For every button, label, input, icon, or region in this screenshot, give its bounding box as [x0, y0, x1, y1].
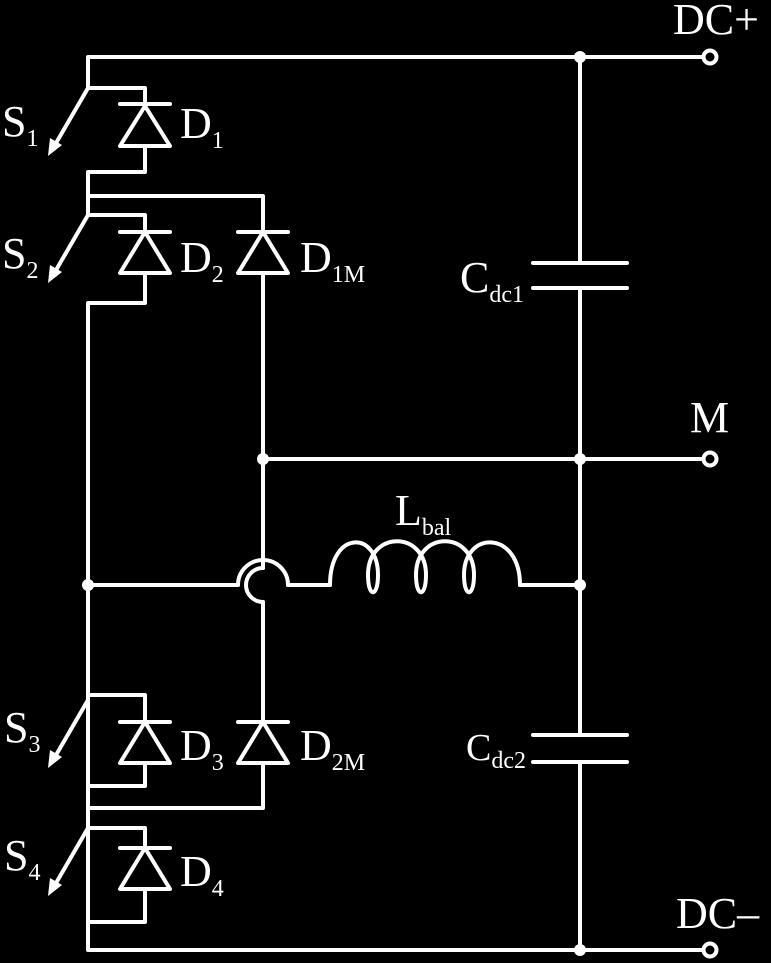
midpoint-label: M	[690, 393, 729, 442]
diode-d1m-symbol	[236, 230, 290, 275]
diode-d3-label: D3	[180, 721, 224, 776]
clamp-diode-d2m-group	[86, 720, 290, 810]
capacitor-cdc2-label: Cdc2	[466, 727, 526, 774]
dc-plus-label: DC+	[673, 0, 759, 44]
diode-d2m-symbol	[236, 720, 290, 765]
junction-dot	[574, 944, 586, 956]
switch-s4-label: S4	[4, 831, 40, 886]
switch-s4-group	[48, 826, 172, 924]
diode-d2-symbol	[118, 230, 172, 275]
balancing-inductor	[86, 539, 582, 595]
dc-minus-label: DC–	[676, 889, 760, 938]
diode-d4-label: D4	[180, 847, 224, 902]
switch-s2-arm	[50, 213, 90, 279]
diode-d1-symbol	[118, 104, 172, 148]
switch-s1-label: S1	[2, 97, 38, 152]
diode-d1-label: D1	[180, 99, 224, 154]
dc-plus-rail	[86, 55, 706, 85]
diode-d4-symbol	[118, 846, 172, 891]
switch-s3-group	[48, 693, 172, 788]
junction-dot	[574, 453, 586, 465]
switch-s4-arm	[50, 826, 90, 892]
junction-dot	[574, 51, 586, 63]
clamp-diode-d1m-group	[86, 194, 290, 724]
switch-s1-arm	[50, 86, 90, 152]
dc-plus-terminal	[701, 48, 719, 66]
dc-minus-rail	[86, 923, 706, 952]
diode-d1m-label: D1M	[300, 233, 365, 288]
switch-s2-label: S2	[2, 229, 38, 284]
switch-s1-group	[48, 81, 172, 198]
capacitor-cdc1-label: Cdc1	[460, 253, 524, 308]
capacitor-cdc1	[531, 261, 629, 290]
switch-s3-arm	[50, 698, 90, 764]
diode-d2m-label: D2M	[300, 721, 365, 776]
switch-s2-group	[48, 194, 172, 927]
diode-d2-label: D2	[180, 233, 224, 288]
inductor-label: Lbal	[395, 486, 452, 541]
diode-d3-symbol	[118, 720, 172, 765]
dc-minus-terminal	[701, 941, 719, 959]
switch-s3-label: S3	[4, 703, 40, 758]
capacitor-cdc2	[531, 733, 629, 764]
midpoint-terminal	[701, 450, 719, 468]
